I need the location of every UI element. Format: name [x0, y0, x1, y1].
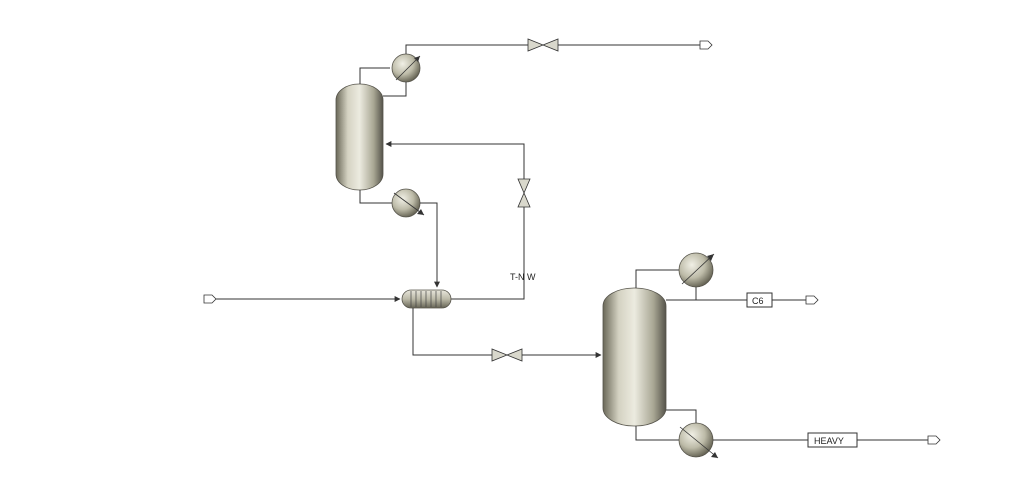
column1-vapor-line	[359, 67, 390, 84]
recycle-line-upper	[385, 141, 525, 179]
condenser-2	[678, 252, 715, 288]
reboiler-1	[391, 188, 425, 218]
column1-bottoms-line	[359, 190, 392, 204]
valve-recycle	[517, 178, 531, 208]
feed-preheater	[401, 289, 452, 309]
condenser-1	[391, 53, 421, 83]
reboiler-2	[678, 422, 719, 459]
column1-bottoms-to-preheater	[420, 202, 440, 288]
recycle-line-lower	[451, 205, 525, 300]
reboiler2-return-line	[666, 409, 697, 423]
heavy-label: HEAVY	[814, 436, 844, 446]
column-1	[335, 83, 384, 191]
column2-bottoms-line	[635, 426, 680, 441]
c6-outlet-arrow	[805, 295, 819, 305]
reflux-line-2	[666, 287, 697, 301]
column-2	[602, 287, 667, 427]
column2-feed-line-a	[412, 308, 492, 356]
feed-inlet-arrow	[203, 294, 217, 304]
column2-vapor-line	[635, 269, 680, 288]
c6-label: C6	[752, 296, 764, 306]
c6-product-tag: C6	[746, 292, 773, 308]
heavy-product-tag: HEAVY	[807, 432, 858, 448]
recycle-stream-label: T-N W	[510, 272, 536, 282]
top-product-outlet-arrow	[699, 40, 713, 50]
valve-top-vapor	[527, 38, 559, 52]
reflux-line-1	[383, 82, 407, 97]
valve-column2-feed	[491, 348, 523, 362]
heavy-outlet-arrow	[927, 435, 941, 445]
top-vapor-line	[405, 44, 528, 54]
